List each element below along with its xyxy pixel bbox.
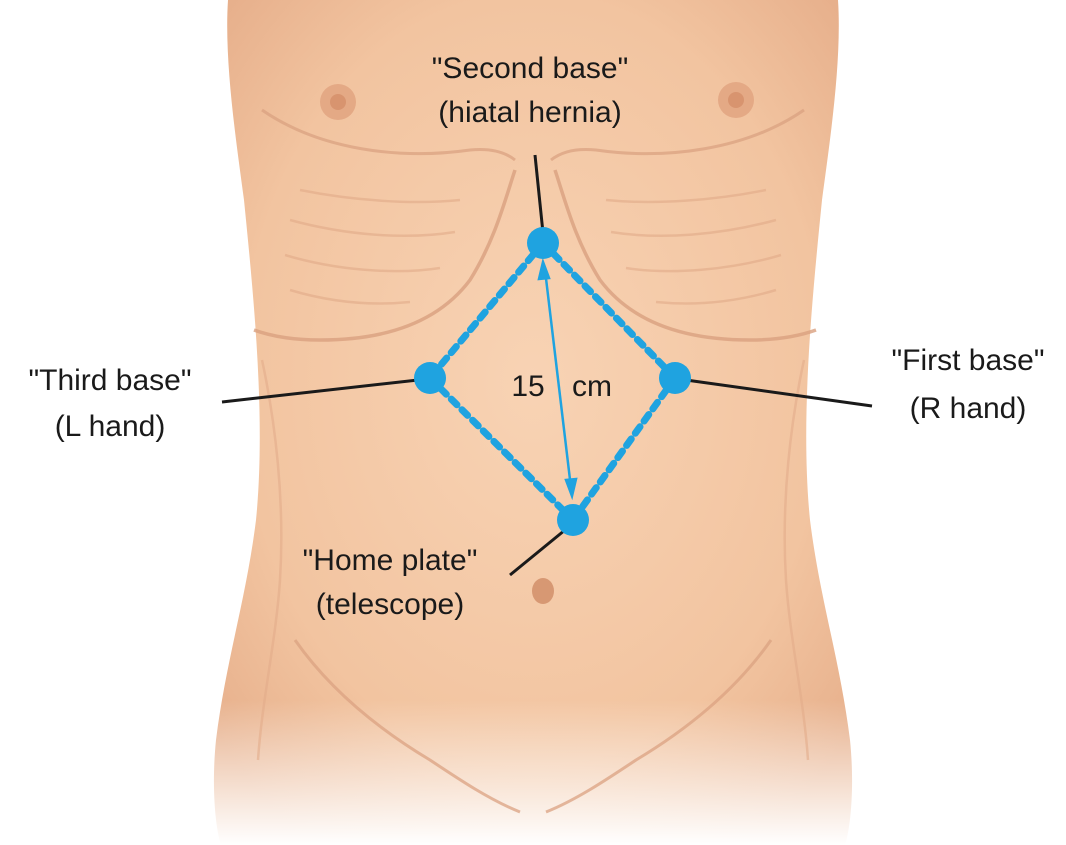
first-base-role: (R hand) — [910, 392, 1027, 425]
home-plate-role: (telescope) — [316, 588, 464, 621]
port-second-base — [527, 227, 559, 259]
port-third-base — [414, 362, 446, 394]
torso-fade — [200, 700, 870, 845]
nipple-right — [718, 82, 754, 118]
port-first-base — [659, 362, 691, 394]
second-base-label: "Second base" — [432, 52, 628, 85]
nipple-left — [320, 84, 356, 120]
port-home-plate — [557, 504, 589, 536]
home-plate-label: "Home plate" — [303, 544, 478, 577]
first-base-label: "First base" — [891, 344, 1044, 377]
second-base-role: (hiatal hernia) — [438, 96, 621, 129]
distance-value: 15 — [511, 370, 544, 403]
third-base-label: "Third base" — [28, 364, 191, 397]
third-base-role: (L hand) — [55, 410, 166, 443]
distance-unit: cm — [572, 370, 612, 403]
umbilicus — [532, 578, 554, 604]
